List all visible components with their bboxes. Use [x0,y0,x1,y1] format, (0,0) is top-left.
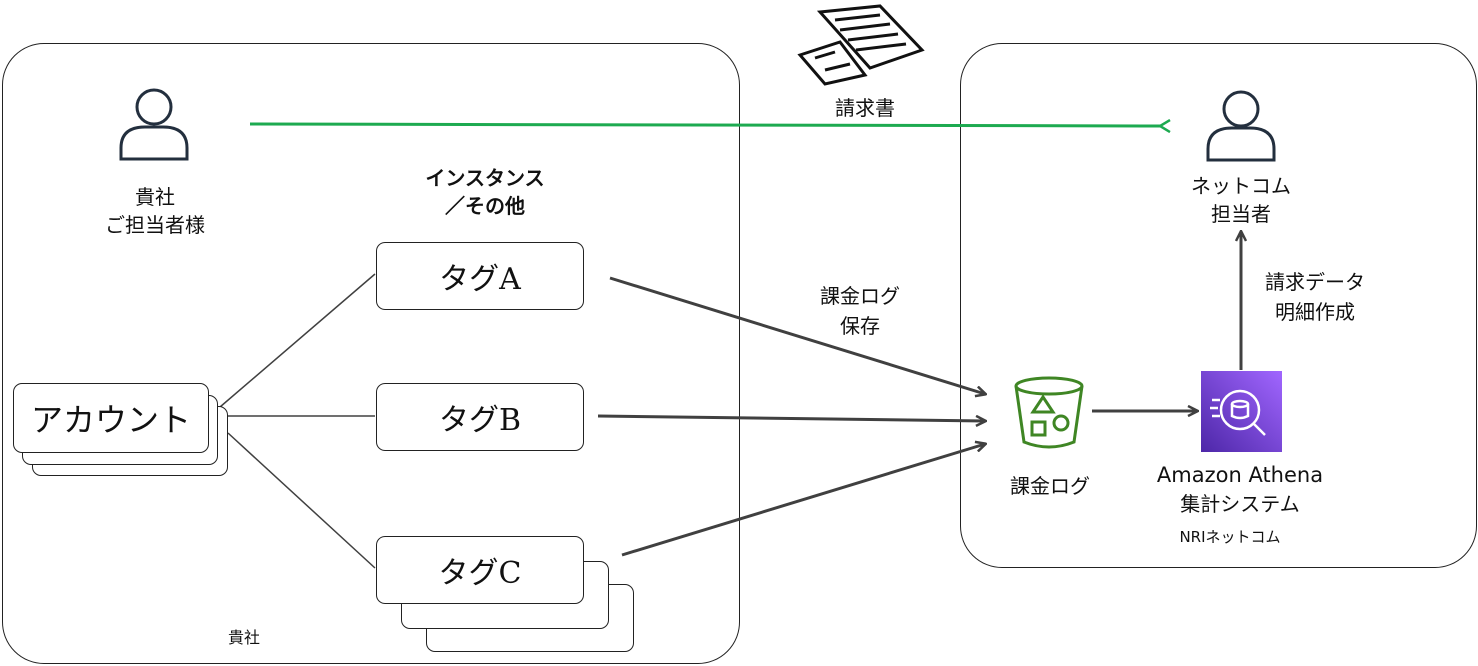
athena-label-1: Amazon Athena [1156,463,1324,487]
nri-person-label-1: ネットコム [1191,174,1291,198]
tagC-to-bucket-arrow [621,444,985,557]
tagB-to-bucket-arrow [597,414,985,421]
billing-detail-label-1: 請求データ [1265,270,1365,294]
tag-b-box: タグB [376,383,584,451]
account-tagC-line [227,432,376,569]
tag-c-box: タグC [376,536,584,604]
bucket-label: 課金ログ [1010,474,1090,498]
nri-person-label-2: 担当者 [1211,202,1271,226]
save-log-label-2: 保存 [840,314,880,338]
instances-heading-1: インスタンス [425,166,545,190]
company-region [2,43,740,664]
tagA-to-bucket-arrow [609,276,985,394]
athena-provider-label: NRIネットコム [1179,528,1281,546]
instances-heading-2: ／その他 [445,194,525,218]
account-tagA-line [219,273,376,408]
billing-detail-label-2: 明細作成 [1275,300,1355,324]
company-region-label: 貴社 [227,628,260,647]
client-person-label-2: ご担当者様 [105,213,205,237]
invoice-arrow [249,124,1160,126]
invoice-label: 請求書 [835,96,895,120]
save-log-label-1: 課金ログ [820,284,900,308]
account-box: アカウント [13,383,209,453]
client-person-label-1: 貴社 [135,185,175,209]
athena-label-2: 集計システム [1180,492,1300,516]
tag-a-box: タグA [376,242,584,310]
